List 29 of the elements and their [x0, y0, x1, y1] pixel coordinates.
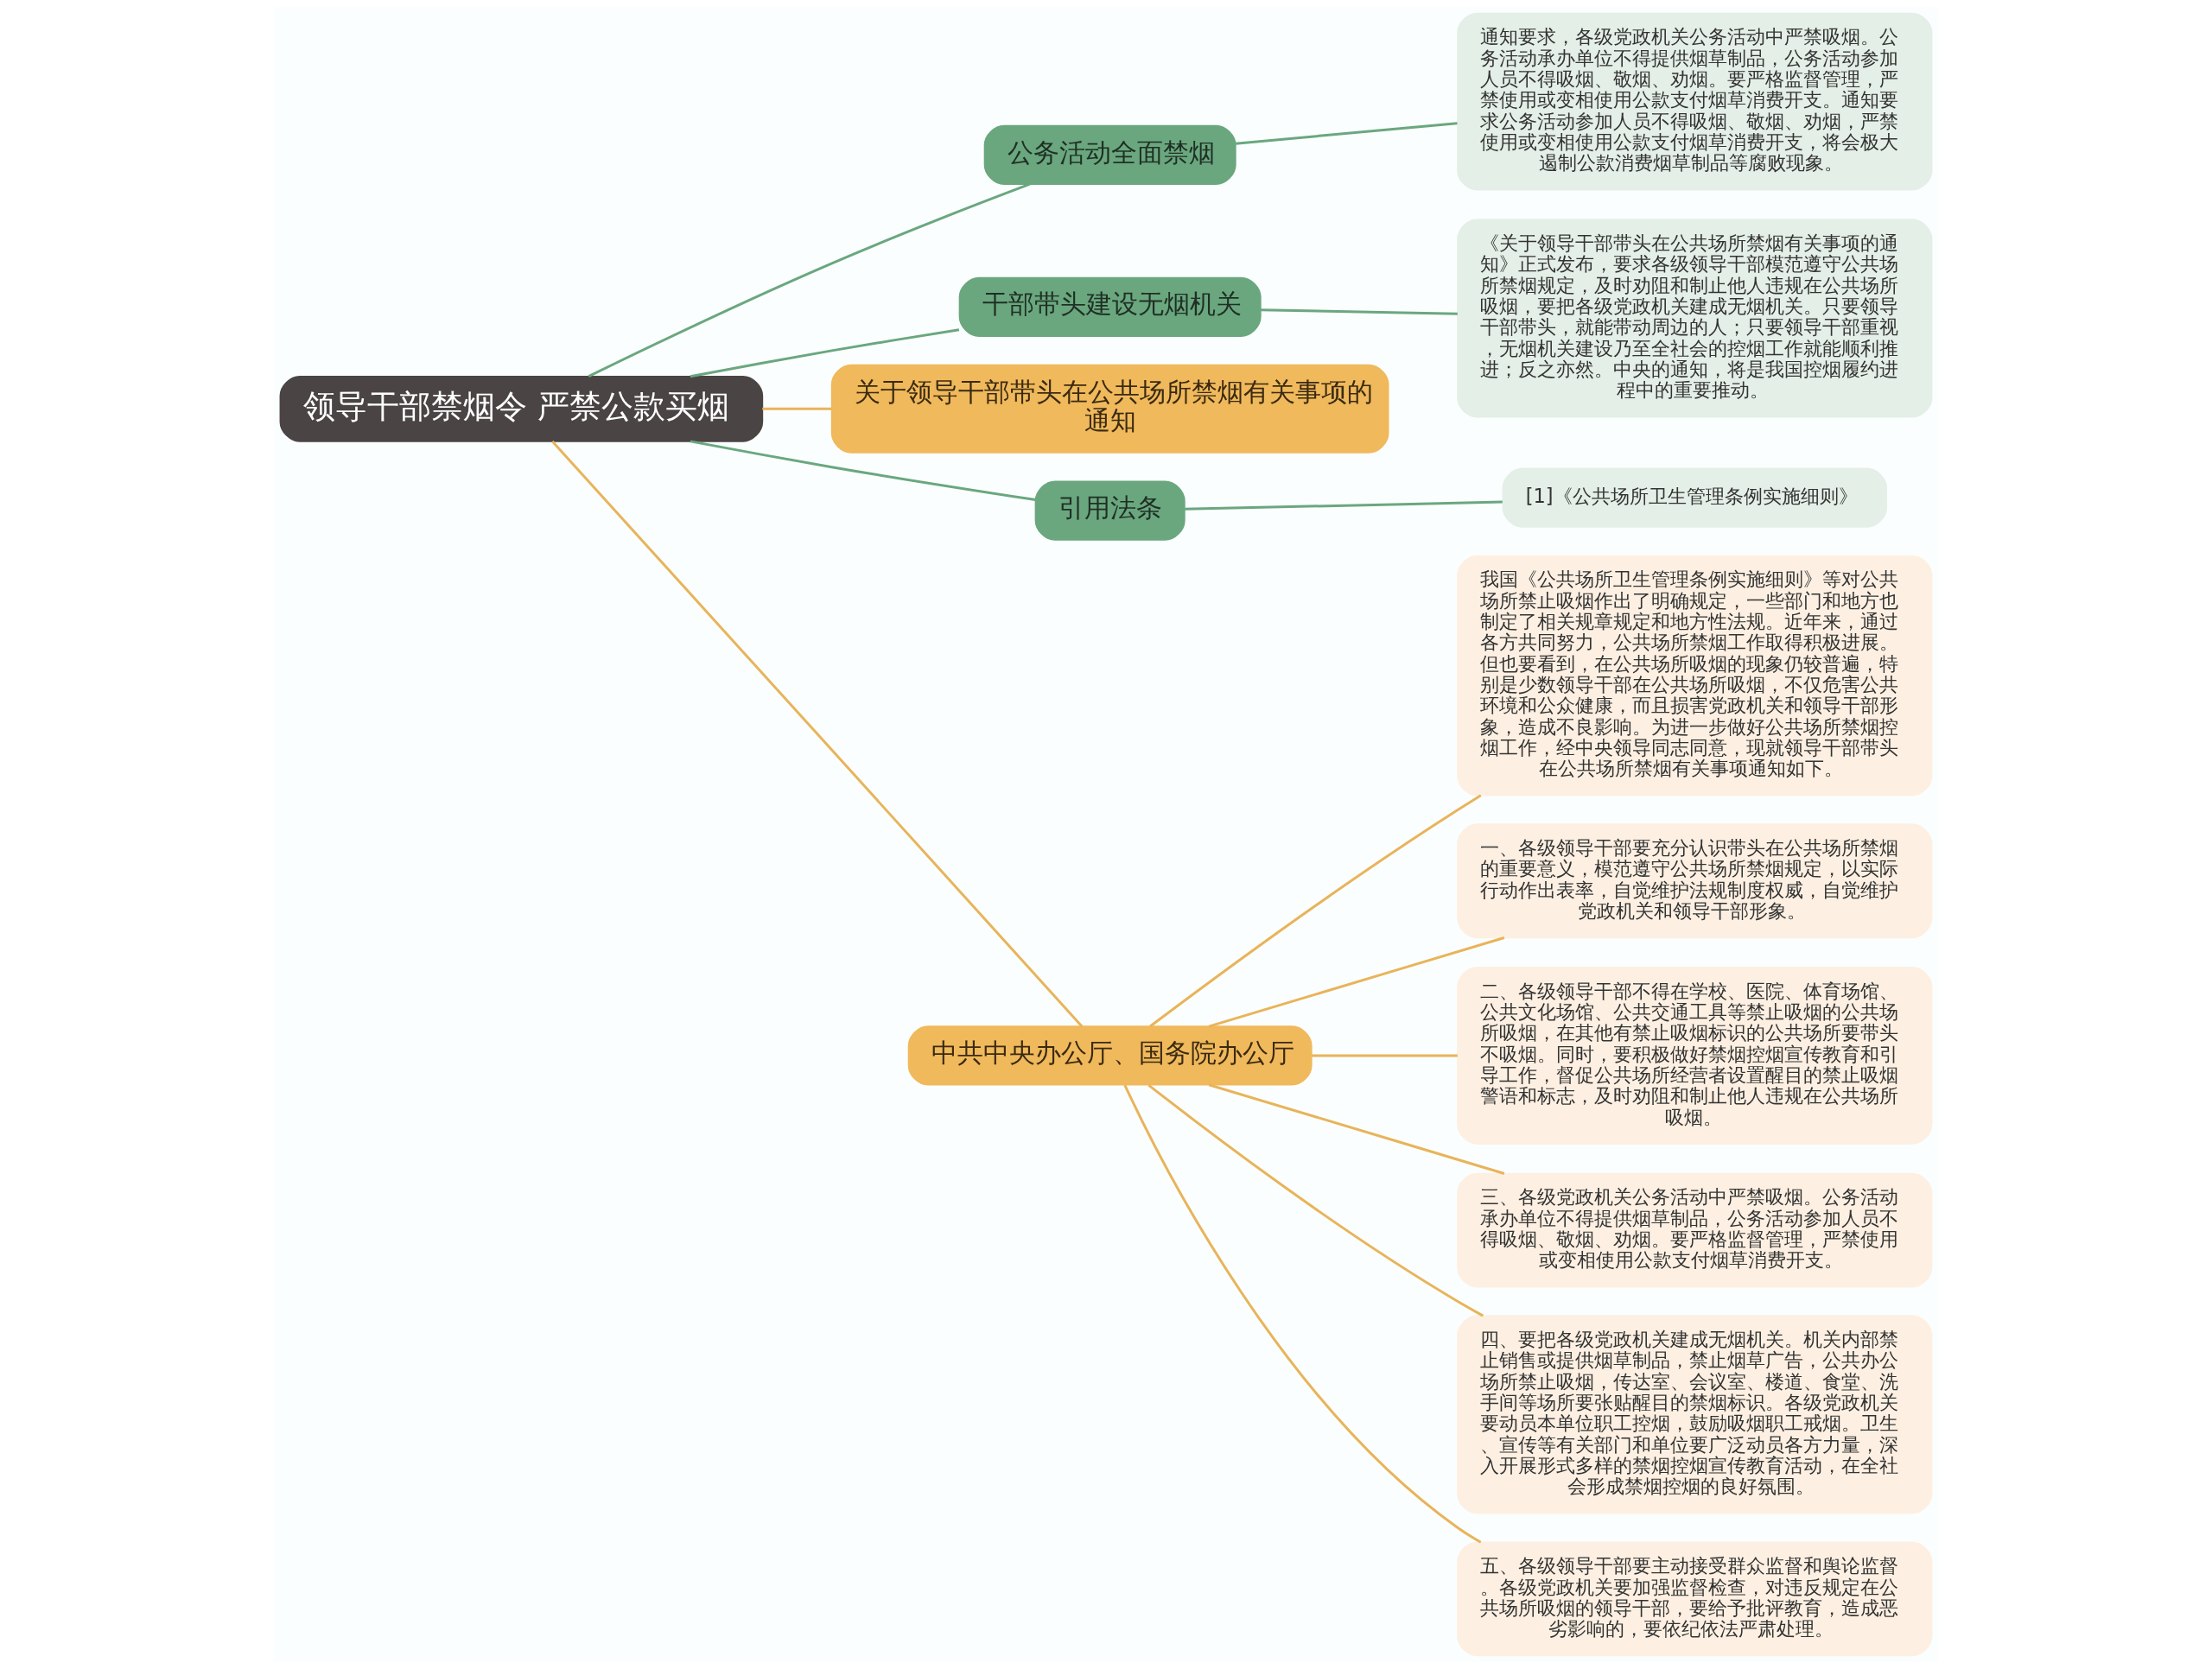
connector — [690, 440, 1036, 502]
node-box: 我国《公共场所卫生管理条例实施细则》等对公共场所禁止吸烟作出了明确规定，一些部门和地方也制定了相关规章规定和地方性法规。近年来，通过各方共同努力，公共场所禁烟工作取得积极进展。但也要看到，在公共场所吸烟的现象仍较普遍，特别是少数领导干部在公共场所吸烟，不仅危害公共环境和公众健康，而且损害党政机关和领导干部形象，造成不良影响。为进一步做好公共场所禁烟控烟工作，经中央领导同志同意，现就领导干部带头在公共场所禁烟有关事项通知如下。 — [1457, 555, 1933, 796]
connector — [1235, 122, 1458, 145]
node-box: 公务活动全面禁烟 — [983, 124, 1236, 186]
connector — [1147, 1083, 1484, 1317]
connector — [762, 407, 832, 410]
connector — [1312, 1054, 1458, 1057]
connector — [588, 182, 1031, 378]
node-box: 一、各级领导干部要充分认识带头在公共场所禁烟的重要意义，模范遵守公共场所禁烟规定，以实际行动作出表率，自觉维护法规制度权威，自觉维护党政机关和领导干部形象。 — [1457, 823, 1933, 939]
connector — [1123, 1084, 1482, 1544]
connector — [1185, 500, 1503, 511]
node-box: 《关于领导干部带头在公共场所禁烟有关事项的通知》正式发布，要求各级领导干部模范遵守公共场所禁烟规定，及时劝阻和制止他人违规在公共场所吸烟，要把各级党政机关建成无烟机关。只要领导干部带头，就能带动周边的人；只要领导干部重视，无烟机关建设乃至全社会的控烟工作就能顺利推进；反之亦然。中央的通知，将是我国控烟履约进程中的重要推动。 — [1457, 219, 1933, 418]
node-box: 关于领导干部带头在公共场所禁烟有关事项的通知 — [830, 364, 1389, 454]
node-box: 引用法条 — [1034, 480, 1185, 541]
connector — [690, 328, 960, 378]
node-box: 领导干部禁烟令 严禁公款买烟 — [279, 375, 764, 442]
connector — [1260, 308, 1458, 315]
node-box: 五、各级领导干部要主动接受群众监督和舆论监督。各级党政机关要加强监督检查，对违反规定在公共场所吸烟的领导干部，要给予批评教育，造成恶劣影响的，要依纪依法严肃处理。 — [1457, 1541, 1933, 1657]
node-box: 中共中央办公厅、国务院办公厅 — [907, 1025, 1313, 1086]
node-box: 二、各级领导干部不得在学校、医院、体育场馆、公共文化场馆、公共交通工具等禁止吸烟的公共场所吸烟，在其他有禁止吸烟标识的公共场所要带头不吸烟。同时，要积极做好禁烟控烟宣传教育和引导工作，督促公共场所经营者设置醒目的禁止吸烟警语和标志，及时劝阻和制止他人违规在公共场所吸烟。 — [1457, 967, 1933, 1145]
node-box: [1]《公共场所卫生管理条例实施细则》 — [1502, 467, 1888, 528]
connector — [1208, 1083, 1505, 1175]
connector — [551, 440, 1084, 1028]
connector — [1149, 794, 1482, 1028]
node-box: 通知要求，各级党政机关公务活动中严禁吸烟。公务活动承办单位不得提供烟草制品，公务活动参加人员不得吸烟、敬烟、劝烟。要严格监督管理，严禁使用或变相使用公款支付烟草消费开支。通知要求公务活动参加人员不得吸烟、敬烟、劝烟，严禁使用或变相使用公款支付烟草消费开支，将会极大遏制公款消费烟草制品等腐败现象。 — [1457, 12, 1933, 191]
node-box: 三、各级党政机关公务活动中严禁吸烟。公务活动承办单位不得提供烟草制品，公务活动参加人员不得吸烟、敬烟、劝烟。要严格监督管理，严禁使用或变相使用公款支付烟草消费开支。 — [1457, 1172, 1933, 1288]
connector — [1208, 936, 1505, 1028]
node-box: 四、要把各级党政机关建成无烟机关。机关内部禁止销售或提供烟草制品，禁止烟草广告，公共办公场所禁止吸烟，传达室、会议室、楼道、食堂、洗手间等场所要张贴醒目的禁烟标识。各级党政机关要动员本单位职工控烟，鼓励吸烟职工戒烟。卫生、宣传等有关部门和单位要广泛动员各方力量，深入开展形式多样的禁烟控烟宣传教育活动，在全社会形成禁烟控烟的良好氛围。 — [1457, 1315, 1933, 1514]
node-box: 干部带头建设无烟机关 — [958, 276, 1262, 337]
